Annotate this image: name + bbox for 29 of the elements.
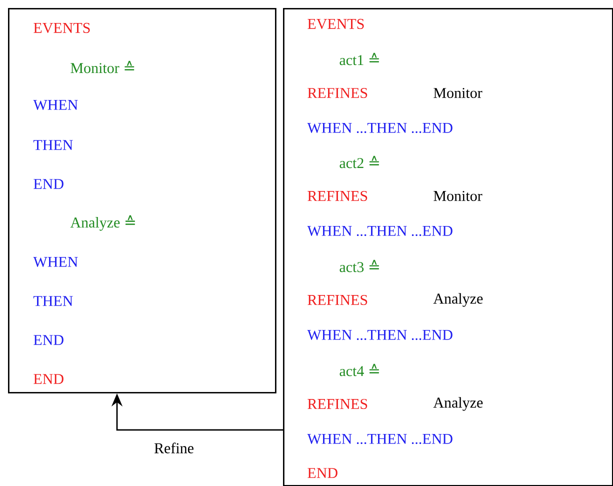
code-line: REFINES	[308, 294, 368, 306]
code-line: THEN	[33, 296, 73, 306]
code-line: act3 ≙	[340, 260, 379, 272]
code-line: Monitor	[434, 88, 482, 98]
code-line: Analyze	[433, 293, 483, 307]
code-line: WHEN ...THEN ...END	[307, 122, 452, 133]
code-line: act4 ≙	[340, 364, 379, 376]
code-line: REFINES	[308, 398, 368, 410]
code-line: WHEN ...THEN ...END	[307, 330, 452, 340]
code-line: Analyze	[433, 397, 483, 411]
code-line: WHEN ...THEN ...END	[307, 226, 452, 236]
edge-label: Refine	[154, 442, 194, 454]
code-line: Monitor ≙	[70, 60, 134, 74]
code-line: act1 ≙	[340, 52, 379, 66]
code-line: EVENTS	[308, 18, 364, 30]
code-line: REFINES	[308, 190, 368, 202]
code-line: WHEN ...THEN ...END	[307, 434, 452, 444]
code-line: REFINES	[308, 88, 368, 98]
code-line: WHEN	[33, 100, 78, 110]
code-line: END	[308, 468, 338, 478]
code-line: END	[34, 374, 64, 384]
code-line: EVENTS	[34, 22, 90, 34]
code-line: END	[34, 335, 64, 345]
code-line: Analyze ≙	[70, 215, 135, 231]
code-line: Monitor	[434, 190, 482, 202]
code-line: END	[34, 179, 64, 189]
code-line: act2 ≙	[340, 156, 379, 168]
code-line: WHEN	[33, 256, 78, 267]
code-line: THEN	[33, 140, 73, 150]
